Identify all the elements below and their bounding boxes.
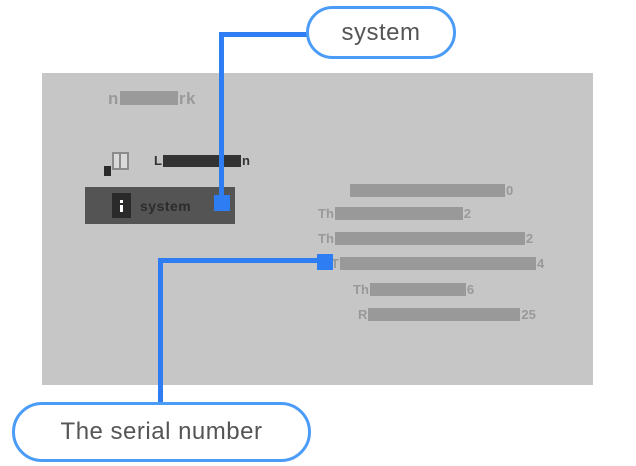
menu-item-1-suffix: n xyxy=(241,153,250,168)
redaction-bar xyxy=(368,308,521,322)
redaction-bar xyxy=(334,232,525,246)
callout-target-marker-system xyxy=(214,195,230,211)
page-title-suffix: rk xyxy=(178,89,196,108)
callout-connector-vertical-top xyxy=(219,32,224,199)
info-row-prefix: T xyxy=(331,256,339,271)
redaction-bar xyxy=(369,283,466,297)
info-row-prefix: Th xyxy=(318,206,334,221)
info-row: 0 xyxy=(349,183,513,199)
redaction-bar xyxy=(339,257,536,271)
info-row-prefix: Th xyxy=(318,231,334,246)
info-row-prefix: Th xyxy=(353,282,369,297)
info-row: Th 2 xyxy=(318,206,471,222)
redaction-bar xyxy=(334,207,463,221)
redaction-bar xyxy=(119,91,178,106)
info-row: Th 6 xyxy=(353,282,474,298)
callout-bubble-system: system xyxy=(306,6,456,59)
window-icon xyxy=(112,152,129,170)
callout-bubble-system-label: system xyxy=(341,18,421,46)
callout-connector-horizontal-bottom xyxy=(158,258,318,263)
callout-connector-horizontal-top xyxy=(219,32,307,37)
system-icon xyxy=(112,193,131,218)
callout-target-marker-serial xyxy=(317,254,333,270)
callout-connector-vertical-bottom xyxy=(158,258,163,404)
info-row-suffix: 4 xyxy=(536,256,545,271)
info-row-suffix: 6 xyxy=(466,282,475,297)
info-row: R 25 xyxy=(358,307,536,323)
info-row: Th 2 xyxy=(318,231,533,247)
info-row-suffix: 2 xyxy=(525,231,534,246)
info-row-suffix: 2 xyxy=(463,206,472,221)
callout-bubble-serial-number-label: The serial number xyxy=(60,418,263,445)
redaction-bar xyxy=(162,154,241,167)
info-row-suffix: 0 xyxy=(506,183,514,198)
page-title: n rk xyxy=(108,89,196,109)
menu-item-1-prefix: L xyxy=(154,153,162,168)
callout-bubble-serial-number: The serial number xyxy=(12,402,311,462)
page-title-prefix: n xyxy=(108,89,119,108)
window-icon-chip xyxy=(104,166,111,176)
info-row-suffix: 25 xyxy=(521,307,536,322)
redaction-bar xyxy=(350,184,505,198)
menu-item-system[interactable]: system xyxy=(85,187,235,224)
menu-item-system-label: system xyxy=(140,198,192,214)
info-row-prefix: R xyxy=(358,307,368,322)
